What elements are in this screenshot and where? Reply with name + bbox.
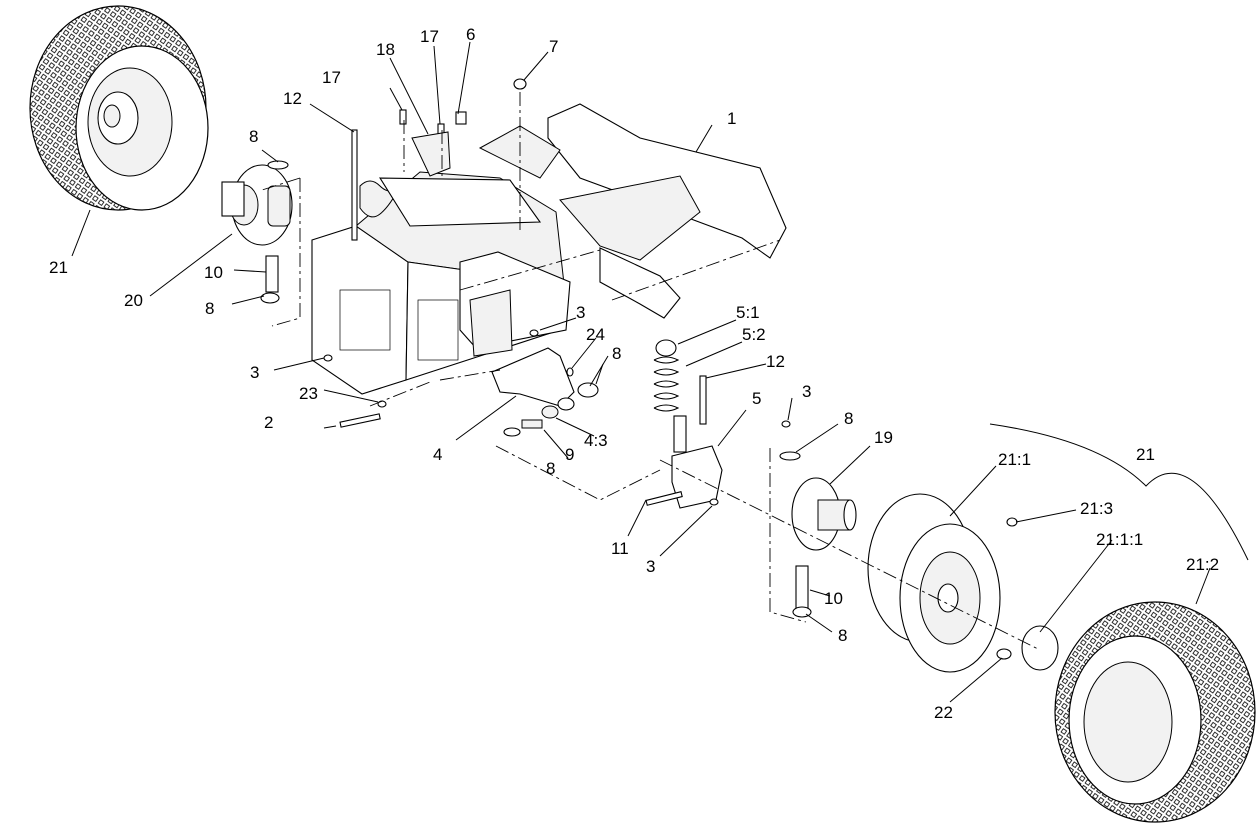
callout-8: 8 [844,409,853,428]
left-hub-assembly [221,160,293,304]
callout-8: 8 [546,459,555,478]
leader-lines [71,41,1249,703]
callout-21-3: 21:3 [1080,499,1113,518]
callout-5-2: 5:2 [742,325,766,344]
callout-labels: 1 2 3 3 3 3 4 4:3 5 5:1 5:2 6 7 8 8 8 8 … [49,25,1219,722]
callout-22: 22 [934,703,953,722]
callout-8: 8 [612,344,621,363]
callout-1: 1 [727,109,736,128]
callout-3: 3 [250,363,259,382]
callout-7: 7 [549,37,558,56]
callout-21-2: 21:2 [1186,555,1219,574]
callout-8: 8 [249,127,258,146]
callout-20: 20 [124,291,143,310]
callout-10: 10 [204,263,223,282]
callout-21-1: 21:1 [998,450,1031,469]
callout-10: 10 [824,589,843,608]
callout-17: 17 [322,68,341,87]
callout-23: 23 [299,384,318,403]
callout-4: 4 [433,445,442,464]
callout-5-1: 5:1 [736,303,760,322]
right-tire [1054,601,1256,823]
hardware [323,78,791,506]
lower-control-arm [491,347,599,437]
callout-19: 19 [874,428,893,447]
callout-8: 8 [205,299,214,318]
centerlines [261,92,1041,651]
callout-12: 12 [283,89,302,108]
callout-11: 11 [611,539,629,558]
callout-9: 9 [565,445,574,464]
callout-21: 21 [1136,445,1155,464]
callout-21-1-1: 21:1:1 [1096,530,1143,549]
right-wheel-rim [867,493,1059,673]
callout-24: 24 [586,325,605,344]
callout-3: 3 [576,303,585,322]
callout-4-3: 4:3 [584,431,608,450]
left-tire [29,5,209,211]
callout-5: 5 [752,389,761,408]
callout-21: 21 [49,258,68,277]
callout-6: 6 [466,25,475,44]
callout-3: 3 [802,382,811,401]
callout-18: 18 [376,40,395,59]
callout-3: 3 [646,557,655,576]
callout-17: 17 [420,27,439,46]
shock-absorber [653,339,687,453]
callout-8: 8 [838,626,847,645]
callout-2: 2 [264,413,273,432]
callout-12: 12 [766,352,785,371]
main-frame [311,171,571,395]
